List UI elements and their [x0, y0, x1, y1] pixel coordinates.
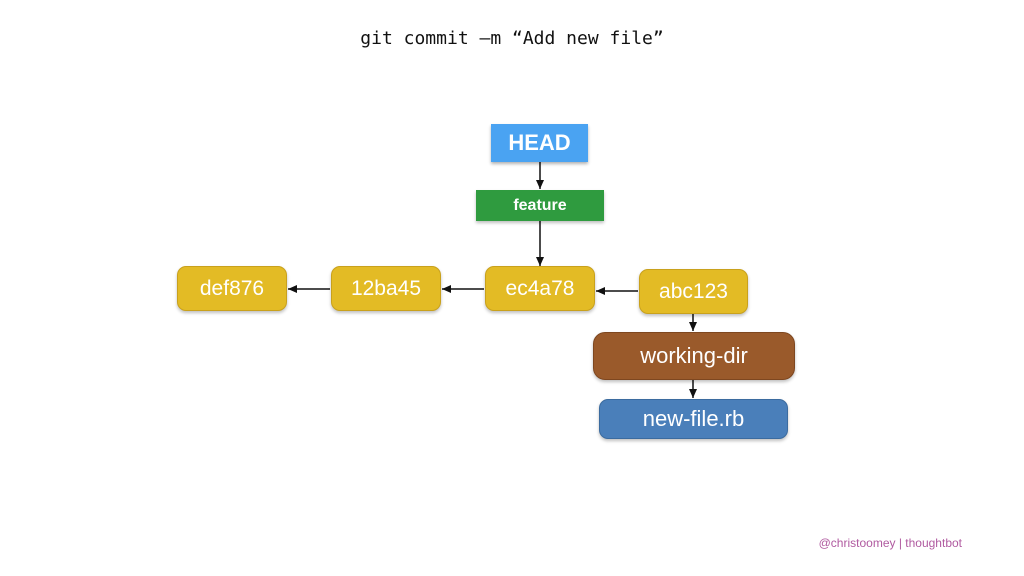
working-dir-node: working-dir [593, 332, 795, 380]
credit-text: @christoomey | thoughtbot [818, 536, 962, 550]
commit-node-12ba45: 12ba45 [331, 266, 441, 311]
file-node: new-file.rb [599, 399, 788, 439]
command-title: git commit –m “Add new file” [360, 28, 664, 49]
commit-node-def876: def876 [177, 266, 287, 311]
commit-node-ec4a78: ec4a78 [485, 266, 595, 311]
head-node: HEAD [491, 124, 588, 162]
branch-feature-node: feature [476, 190, 604, 221]
commit-node-abc123: abc123 [639, 269, 748, 314]
